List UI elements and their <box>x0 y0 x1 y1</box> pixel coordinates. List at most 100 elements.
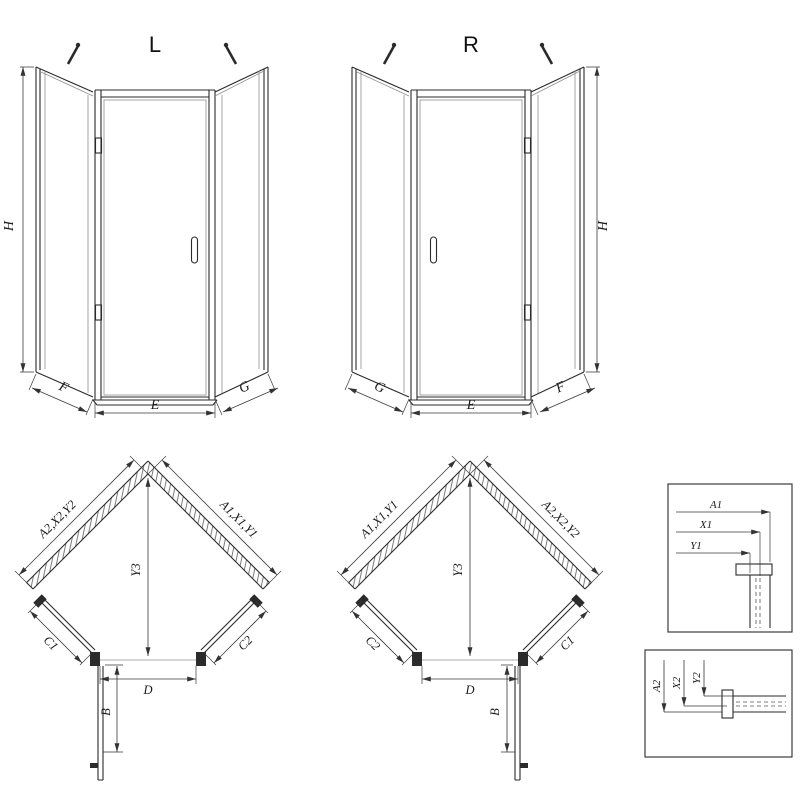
strike-profile <box>412 652 422 666</box>
support-bracket-right <box>224 45 238 65</box>
detail-top-extensions <box>749 512 771 576</box>
door-hinge-bottom <box>523 304 532 321</box>
dim-label-h: H <box>2 220 17 232</box>
dim-f-line <box>539 387 596 413</box>
right-side-panel-glass <box>530 70 581 393</box>
right-side-panel-glass <box>214 70 265 393</box>
door-handle <box>429 236 438 264</box>
detail-top-frame <box>667 483 793 633</box>
dim-label-f: F <box>553 379 568 397</box>
dim-c1-line <box>29 610 83 664</box>
dim-label-a2: A2 <box>651 679 663 693</box>
glass-dashed <box>755 578 761 628</box>
dim-h-extensions <box>586 66 600 373</box>
dim-f-line <box>31 387 88 413</box>
right-side-panel <box>214 66 269 398</box>
shower-tray <box>408 399 534 406</box>
dim-label-c1: C1 <box>557 633 577 653</box>
dim-g-extensions <box>214 373 276 416</box>
dim-label-c1: C1 <box>41 633 61 653</box>
detail-view-bottom: A2 X2 Y2 <box>644 649 793 758</box>
dim-label-b: B <box>488 708 502 716</box>
support-bracket-left <box>66 45 80 65</box>
dim-c2-extensions <box>349 600 415 666</box>
profile-cap <box>721 689 734 719</box>
dim-h-extensions <box>20 66 34 373</box>
door-open <box>514 666 521 781</box>
dim-label-d: D <box>464 683 474 697</box>
dim-label-x1: X1 <box>699 519 712 531</box>
dim-label-h: H <box>596 220 611 232</box>
right-side-panel <box>530 66 585 398</box>
dim-c1-line <box>535 610 589 664</box>
strike-profile <box>196 652 206 666</box>
dim-c2-line <box>351 610 405 664</box>
profile-channel <box>733 695 786 713</box>
dim-label-g: G <box>237 379 252 397</box>
hinge-profile <box>518 652 528 666</box>
dim-g-extensions <box>344 373 410 416</box>
left-side-panel-glass <box>40 71 94 393</box>
dim-label-a1: A1 <box>709 499 722 511</box>
dim-wall-left-line <box>340 459 457 576</box>
elevation-left-view: L H F E G <box>2 32 279 418</box>
dim-c1-extensions <box>27 600 93 666</box>
support-bracket-right <box>540 45 554 65</box>
dim-wall-left-line <box>18 459 135 576</box>
dim-b-extensions <box>103 664 123 753</box>
dim-label-c2: C2 <box>363 633 383 653</box>
door-glass <box>103 99 207 396</box>
door-hinge-top <box>94 137 103 154</box>
dim-f-extensions <box>28 373 94 416</box>
dim-d-extensions <box>99 666 197 684</box>
dim-wall-right-line <box>161 459 278 576</box>
glass-dashed <box>736 701 786 707</box>
bracket-knob-right <box>223 42 229 48</box>
dim-label-wall-right: A1,X1,Y1 <box>216 497 260 541</box>
dim-b-extensions <box>501 664 515 753</box>
detail-bottom-frame <box>644 649 793 758</box>
door-open-handle <box>520 763 528 768</box>
door-open-handle <box>90 763 98 768</box>
shower-tray <box>92 399 218 406</box>
dim-wall-left-extensions <box>336 455 471 590</box>
dim-label-y3: Y3 <box>451 563 465 576</box>
dim-label-wall-left: A1,X1,Y1 <box>357 498 401 542</box>
dim-label-c2: C2 <box>235 633 255 653</box>
dim-label-y2: Y2 <box>691 672 703 684</box>
dim-label-y3: Y3 <box>129 563 143 576</box>
door-open <box>97 666 104 781</box>
left-side-panel <box>351 66 410 398</box>
hinge-profile <box>90 652 100 666</box>
dim-wall-right-line <box>483 459 600 576</box>
dim-f-extensions <box>530 373 592 416</box>
dim-d-extensions <box>421 666 519 684</box>
dim-label-d: D <box>142 683 152 697</box>
bracket-knob-left <box>391 42 397 48</box>
bracket-knob-left <box>75 42 81 48</box>
view-title-right: R <box>463 32 479 57</box>
door-frame <box>410 89 532 400</box>
plan-left-view: A2,X2,Y2 A1,X1,Y1 Y3 C1 C2 D B <box>14 455 282 781</box>
dim-c2-line <box>213 610 267 664</box>
view-title-left: L <box>149 32 161 57</box>
dim-g-line <box>347 387 404 413</box>
detail-view-top: A1 X1 Y1 <box>667 483 793 633</box>
dim-label-wall-left: A2,X2,Y2 <box>35 498 79 542</box>
door-frame <box>94 89 216 400</box>
dim-wall-right-extensions <box>469 455 604 590</box>
dim-label-e: E <box>150 398 160 413</box>
dim-label-b: B <box>99 708 113 716</box>
door-glass <box>419 99 523 396</box>
door-handle <box>190 236 199 264</box>
plan-right-view: A1,X1,Y1 A2,X2,Y2 Y3 C2 C1 D B <box>336 455 604 781</box>
dim-c2-extensions <box>203 600 269 666</box>
left-side-panel <box>35 66 94 398</box>
door-hinge-top <box>523 137 532 154</box>
dim-label-wall-right: A2,X2,Y2 <box>538 497 582 541</box>
bracket-knob-right <box>539 42 545 48</box>
profile-channel <box>749 575 771 628</box>
support-bracket-left <box>382 45 396 65</box>
detail-bottom-extensions <box>664 695 733 713</box>
